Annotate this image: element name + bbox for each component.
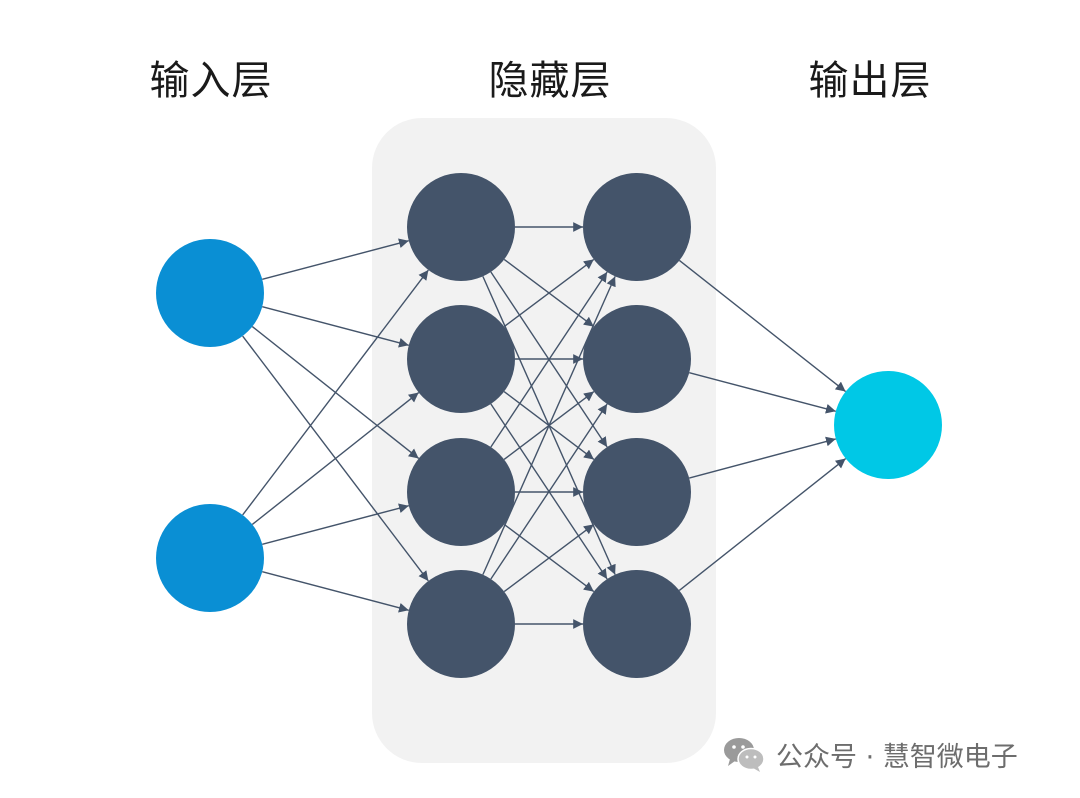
- watermark-text: 公众号 · 慧智微电子: [776, 741, 1018, 773]
- edge-l2-n2-to-n0: [688, 436, 837, 479]
- connection-edges: [242, 222, 847, 629]
- hidden-layer-label: 隐藏层: [488, 58, 612, 104]
- input-node-1: [156, 239, 264, 347]
- edge-l1-n3-to-n0: [482, 276, 616, 575]
- hidden2-node-1: [583, 173, 691, 281]
- output-node-1: [834, 371, 942, 479]
- hidden1-node-3: [407, 438, 515, 546]
- edge-l0-n0-to-n1: [262, 306, 409, 348]
- hidden1-node-4: [407, 570, 515, 678]
- hidden1-node-1: [407, 173, 515, 281]
- watermark: 公众号 · 慧智微电子: [722, 732, 1018, 776]
- input-node-2: [156, 504, 264, 612]
- neuron-nodes: [156, 173, 942, 678]
- edge-l0-n1-to-n3: [262, 571, 409, 613]
- edge-l2-n3-to-n0: [678, 457, 847, 592]
- hidden2-node-4: [583, 570, 691, 678]
- edge-l0-n1-to-n2: [262, 503, 409, 545]
- edge-l2-n1-to-n0: [689, 372, 836, 414]
- edge-l0-n1-to-n0: [242, 269, 429, 516]
- input-layer-label: 输入层: [149, 58, 273, 104]
- hidden2-node-2: [583, 305, 691, 413]
- hidden1-node-2: [407, 305, 515, 413]
- wechat-icon: [724, 738, 765, 772]
- edge-l0-n0-to-n0: [262, 238, 409, 280]
- edge-l0-n1-to-n1: [251, 391, 420, 526]
- edge-l1-n1-to-n0: [503, 258, 595, 328]
- output-layer-label: 输出层: [808, 58, 932, 104]
- edge-l1-n2-to-n0: [490, 271, 608, 448]
- hidden2-node-3: [583, 438, 691, 546]
- edge-l1-n3-to-n1: [490, 403, 608, 580]
- edge-l1-n3-to-n2: [503, 523, 595, 593]
- edge-l2-n0-to-n0: [678, 259, 847, 393]
